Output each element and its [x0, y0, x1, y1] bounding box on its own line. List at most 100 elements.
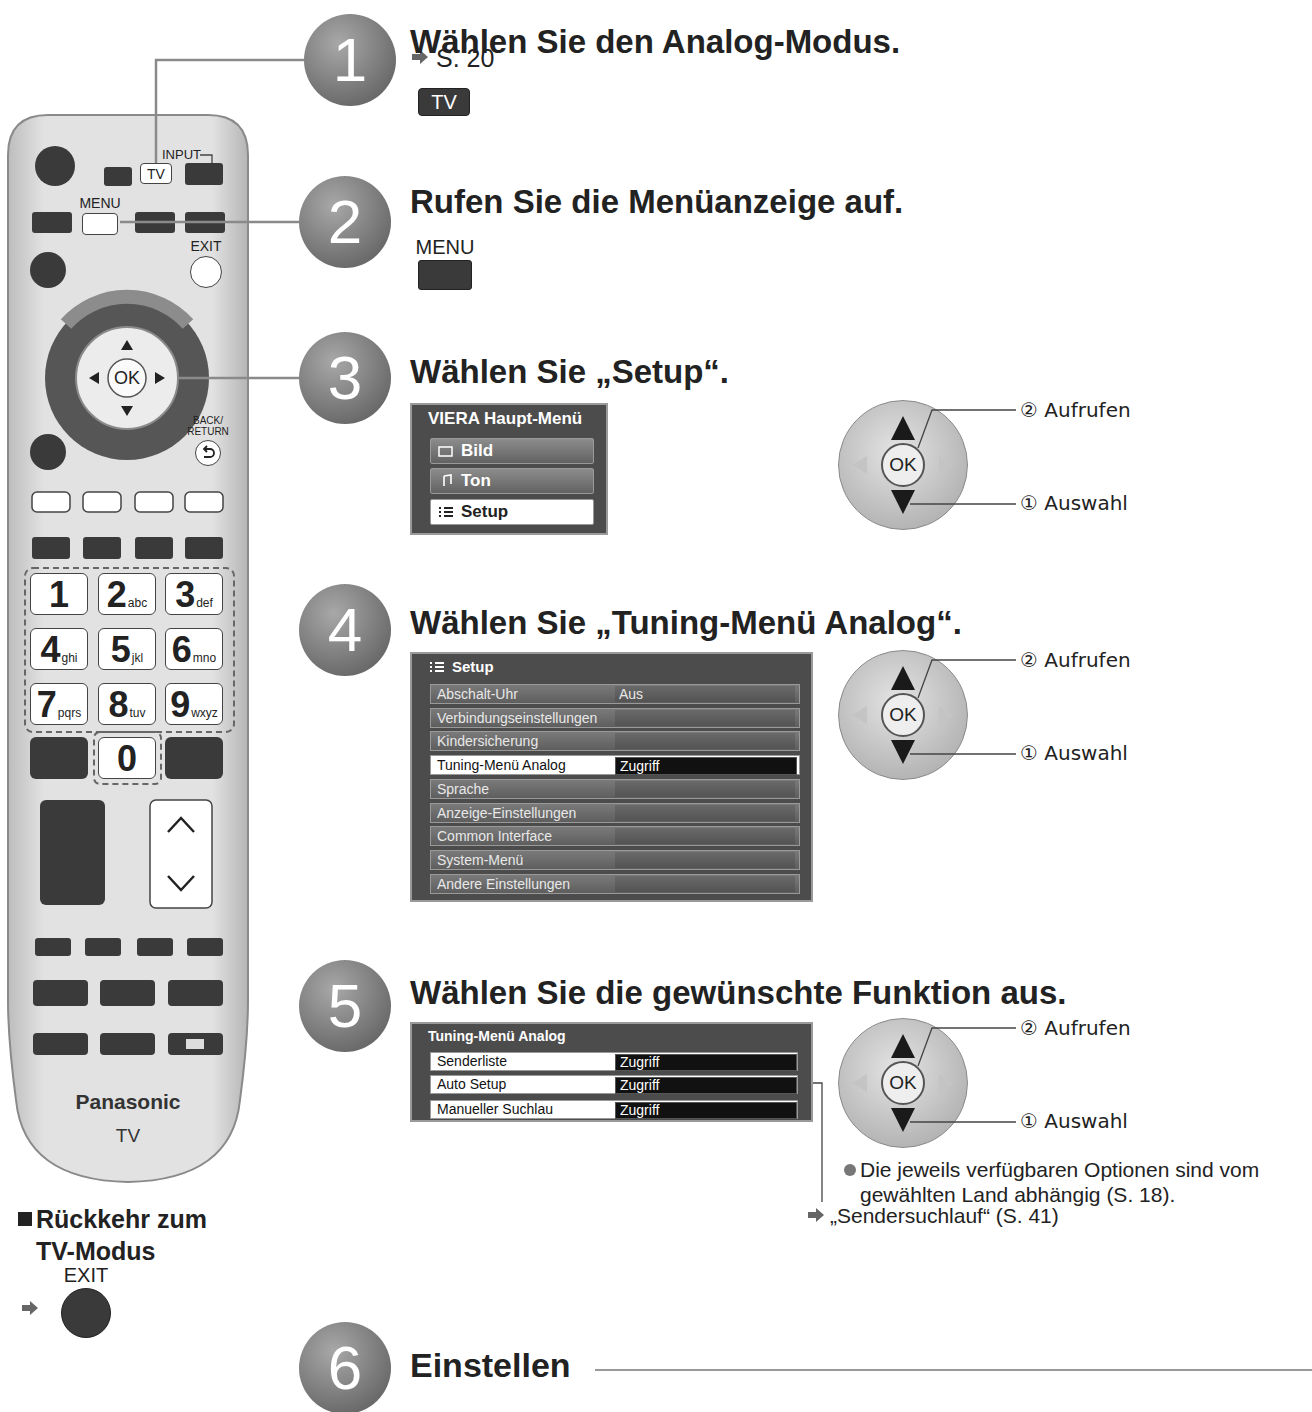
menu-item: Ton — [430, 468, 594, 494]
panel-header: Setup — [428, 658, 494, 675]
step-rule — [595, 1369, 1312, 1371]
pad-arrows — [89, 340, 165, 416]
button-icon — [186, 1039, 204, 1049]
node-text: MENU — [79, 196, 120, 211]
leader-line — [910, 660, 1016, 754]
number-button: 8tuv — [98, 683, 156, 725]
icon-shape — [439, 447, 452, 456]
value-cell — [615, 781, 795, 797]
node-text: 6 — [172, 631, 192, 669]
button-face — [190, 256, 222, 288]
number-button: 6mno — [165, 628, 223, 670]
pad-symbols — [838, 650, 1038, 780]
connector-line — [120, 221, 299, 224]
node-text: 1 — [333, 29, 367, 91]
node-text: BACK/ RETURN — [184, 416, 232, 437]
note-text: ② Aufrufen — [1020, 398, 1300, 422]
node-text: 2 — [107, 576, 127, 614]
number-button: 1 — [30, 573, 88, 615]
menu-row: Abschalt-Uhr Aus — [430, 684, 800, 704]
navigation-pad: OK — [838, 1018, 968, 1148]
note-text: S. 20 — [436, 43, 636, 73]
menu-item: Bild — [430, 438, 594, 464]
node-text: 7 — [37, 686, 57, 724]
menu-row: System-Menü — [430, 850, 800, 870]
node-subtext: def — [196, 596, 213, 610]
node-text: VIERA Haupt-Menü — [428, 409, 582, 429]
button-face — [418, 260, 472, 290]
menu-row: Manueller SuchlauZugriff — [430, 1100, 798, 1119]
remote-buttons — [30, 146, 225, 1055]
node-subtext: Aus — [619, 686, 643, 702]
pad-center: OK — [77, 328, 177, 428]
navigation-pad: OK — [75, 326, 179, 430]
number-button: 3def — [165, 573, 223, 615]
step-heading: Einstellen — [410, 1345, 710, 1386]
note-text: „Sendersuchlauf“ (S. 41) — [830, 1203, 1270, 1228]
node-text: Anzeige-Einstellungen — [437, 804, 576, 822]
step-heading: Wählen Sie die gewünschte Funktion aus. — [410, 973, 1300, 1013]
number-button: 4ghi — [30, 628, 88, 670]
remote-control: PanasonicTVTVMENUEXITOKBACK/ RETURN12abc… — [8, 115, 248, 1182]
node-subtext: Zugriff — [620, 758, 659, 774]
node-text: 1 — [49, 576, 69, 614]
channel-symbol — [168, 818, 194, 890]
number-button: 2abc — [98, 573, 156, 615]
menu-icon — [437, 474, 455, 488]
node-text: 2 — [328, 191, 362, 253]
node-text: Tuning-Menü Analog — [428, 1028, 566, 1044]
node-text: Tuning-Menü Analog — [437, 756, 566, 774]
pad-center: OK — [839, 1019, 967, 1147]
node-text: 5 — [328, 975, 362, 1037]
value-cell: Zugriff — [615, 1102, 797, 1119]
step-heading: Wählen Sie „Tuning-Menü Analog“. — [410, 603, 1300, 643]
value-cell — [615, 852, 795, 868]
node-text: System-Menü — [437, 851, 523, 869]
node-text: EXIT — [190, 239, 221, 254]
pad-symbols — [838, 1018, 1038, 1148]
node-text: MENU — [416, 236, 475, 258]
step-number: 6 — [299, 1322, 391, 1412]
node-subtext: Zugriff — [620, 1078, 659, 1093]
node-text: EXIT — [64, 1264, 108, 1286]
button-icon: TV — [418, 88, 470, 116]
icon-shape — [439, 508, 453, 516]
node-subtext: pqrs — [58, 706, 81, 720]
square-bullet — [18, 1212, 32, 1226]
ok-ring — [882, 444, 924, 486]
number-button: 9wxyz — [165, 683, 223, 725]
node-text: Abschalt-Uhr — [437, 685, 518, 703]
value-cell — [615, 805, 795, 821]
back-button: BACK/ RETURN — [184, 398, 232, 466]
node-text: OK — [114, 368, 140, 389]
node-text: OK — [889, 704, 916, 726]
button-face — [82, 213, 118, 235]
return-arrow — [204, 446, 214, 457]
leader-line — [910, 1028, 1016, 1122]
node-text: 5 — [111, 631, 131, 669]
node-text: Ton — [461, 471, 491, 491]
step-heading: Rufen Sie die Menüanzeige auf. — [410, 182, 1300, 222]
node-subtext: TV — [8, 1125, 248, 1147]
button-face — [195, 440, 221, 466]
menu-row: SenderlisteZugriff — [430, 1052, 798, 1071]
node-text: Senderliste — [437, 1053, 507, 1070]
connector-line — [179, 377, 299, 380]
ok-ring — [108, 359, 146, 397]
menu-item: Setup — [430, 499, 594, 525]
step-number: 2 — [299, 176, 391, 268]
node-text: 6 — [328, 1337, 362, 1399]
number-button: 7pqrs — [30, 683, 88, 725]
step-heading: Rückkehr zum TV-Modus — [36, 1203, 251, 1267]
node-text: 3 — [328, 347, 362, 409]
input-bracket — [200, 155, 212, 163]
menu-row: Common Interface — [430, 826, 800, 846]
remote-body — [8, 115, 248, 1182]
node-text: Kindersicherung — [437, 732, 538, 750]
node-text: Andere Einstellungen — [437, 875, 570, 893]
menu-panel: Tuning-Menü AnalogSenderlisteZugriffAuto… — [410, 1022, 813, 1122]
node-text: Auto Setup — [437, 1076, 506, 1093]
node-text: Bild — [461, 441, 493, 461]
arrow-glyph — [808, 1208, 824, 1222]
